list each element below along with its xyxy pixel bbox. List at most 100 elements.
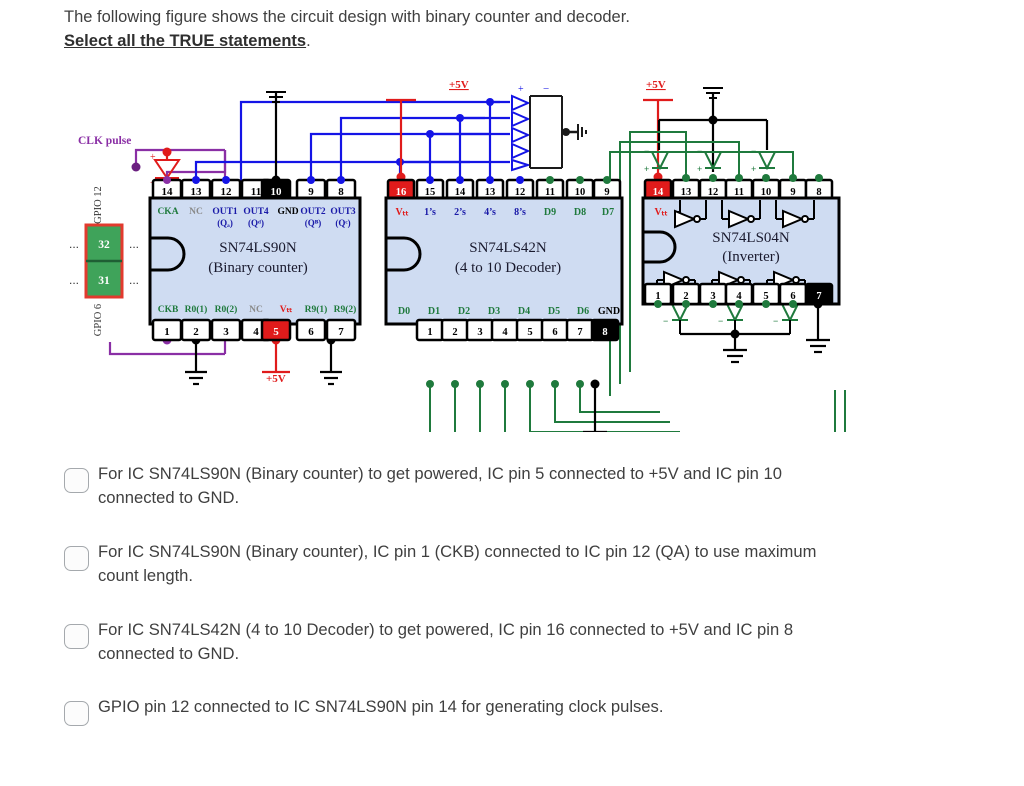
svg-text:3: 3 (710, 291, 715, 302)
svg-text:Vₜₜ: Vₜₜ (395, 207, 408, 218)
svg-text:2: 2 (193, 326, 199, 338)
svg-text:SN74LS42N: SN74LS42N (469, 240, 547, 256)
svg-text:3: 3 (223, 326, 229, 338)
answer-option-1-label: For IC SN74LS90N (Binary counter) to get… (98, 464, 782, 508)
svg-text:14: 14 (653, 187, 664, 198)
inverter-gnd-bus (657, 87, 769, 172)
svg-text:(4 to 10 Decoder): (4 to 10 Decoder) (455, 260, 561, 276)
svg-text:−: − (543, 83, 549, 95)
chip-sn74ls90n: 14 13 12 11 10 9 8 CKA NC OUT1 (Qₐ) OUT4… (148, 178, 362, 342)
led-array: + − (511, 83, 587, 172)
pin-connection-dots (163, 174, 823, 308)
svg-text:OUT3: OUT3 (330, 207, 356, 217)
svg-text:15: 15 (425, 187, 436, 198)
chip-sn74ls04n-top-pins: 14 13 12 11 10 9 8 (643, 178, 834, 202)
checkbox-option-2[interactable] (64, 545, 89, 571)
svg-text:D0: D0 (398, 306, 410, 317)
chip-sn74ls04n-bottom-pins: 1 2 3 4 5 6 7 (643, 282, 834, 306)
gpio-12-label: GPIO 12 (93, 186, 104, 224)
answer-option-3[interactable]: For IC SN74LS42N (4 to 10 Decoder) to ge… (64, 618, 964, 667)
counter-gnd-line (266, 91, 286, 185)
svg-text:1’s: 1’s (424, 207, 436, 218)
svg-text:(Binary counter): (Binary counter) (208, 260, 308, 276)
svg-text:D5: D5 (548, 306, 560, 317)
svg-text:4’s: 4’s (484, 207, 496, 218)
svg-text:12: 12 (221, 186, 233, 198)
gpio-6-label: GPIO 6 (93, 304, 104, 336)
checkbox-option-1[interactable] (64, 468, 89, 493)
svg-text:8: 8 (602, 327, 607, 338)
svg-text:9: 9 (790, 187, 795, 198)
svg-text:6: 6 (790, 291, 795, 302)
svg-text:(Qᴮ): (Qᴮ) (305, 218, 322, 228)
circuit-figure: + − (0, 72, 900, 432)
svg-text:(Qᶜ): (Qᶜ) (335, 218, 350, 228)
answer-option-1[interactable]: For IC SN74LS90N (Binary counter) to get… (64, 462, 964, 511)
svg-text:2: 2 (452, 327, 457, 338)
answer-option-2-label: For IC SN74LS90N (Binary counter), IC pi… (98, 541, 817, 586)
decoder-gnd (583, 379, 607, 432)
answer-options-list: For IC SN74LS90N (Binary counter) to get… (64, 462, 964, 755)
svg-text:+: + (518, 84, 524, 95)
svg-text:+: + (751, 164, 756, 174)
gpio-pin-31-label: 31 (98, 275, 110, 287)
answer-option-2[interactable]: For IC SN74LS90N (Binary counter), IC pi… (64, 540, 964, 589)
svg-text:(Qᵈ): (Qᵈ) (248, 218, 264, 228)
chip-sn74ls04n: 14 13 12 11 10 9 8 Vₜₜ SN74LS04N (Invert… (641, 178, 841, 306)
svg-text:5: 5 (527, 327, 532, 338)
svg-text:14: 14 (455, 187, 466, 198)
svg-text:−: − (773, 316, 778, 326)
question-line-1: The following figure shows the circuit d… (64, 8, 630, 26)
svg-text:3: 3 (477, 327, 482, 338)
svg-text:SN74LS04N: SN74LS04N (712, 230, 790, 246)
supply-label-counter: +5V (266, 373, 286, 385)
svg-text:10: 10 (761, 187, 772, 198)
svg-text:7: 7 (577, 327, 582, 338)
svg-text:8’s: 8’s (514, 207, 526, 218)
svg-text:12: 12 (708, 187, 719, 198)
svg-text:+: + (697, 164, 702, 174)
svg-text:13: 13 (681, 187, 692, 198)
clk-pulse-label: CLK pulse (78, 135, 131, 147)
inverter-gate-glyphs-top (674, 200, 815, 229)
svg-text:12: 12 (515, 187, 526, 198)
inverter-top-leds: − + − + − + (644, 146, 777, 174)
wire-group-lower-green (429, 384, 846, 432)
svg-text:5: 5 (763, 291, 768, 302)
gpio-dots-left-2: ... (69, 273, 79, 287)
question-line-2-tail: . (306, 31, 311, 50)
supply-label-mid: +5V (449, 79, 469, 91)
inverter-bottom-leds: + − + − + − (663, 298, 830, 364)
gpio-dots-right-1: ... (129, 237, 139, 251)
svg-text:5: 5 (273, 326, 279, 338)
checkbox-option-3[interactable] (64, 623, 89, 649)
svg-text:R9(2): R9(2) (334, 304, 357, 315)
svg-text:7: 7 (816, 291, 821, 302)
svg-text:9: 9 (604, 187, 609, 198)
answer-option-3-label: For IC SN74LS42N (4 to 10 Decoder) to ge… (98, 619, 794, 663)
svg-text:OUT1: OUT1 (212, 207, 238, 217)
chip-sn74ls42n-top-pins: 16 15 14 13 12 11 10 9 (386, 178, 622, 202)
svg-text:1: 1 (655, 291, 660, 302)
svg-text:Vₜₜ: Vₜₜ (280, 305, 293, 315)
svg-text:+: + (644, 164, 649, 174)
svg-text:7: 7 (338, 326, 344, 338)
question-emphasis: Select all the TRUE statements (64, 31, 307, 50)
answer-option-4[interactable]: GPIO pin 12 connected to IC SN74LS90N pi… (64, 695, 964, 727)
counter-bottom-wires (162, 335, 342, 386)
svg-text:11: 11 (545, 187, 555, 198)
chip-sn74ls90n-bottom-pins: 1 2 3 4 5 6 7 (151, 318, 357, 342)
svg-text:D7: D7 (602, 207, 614, 218)
svg-text:10: 10 (575, 187, 586, 198)
svg-text:8: 8 (338, 186, 344, 198)
svg-text:10: 10 (271, 186, 283, 198)
decoder-output-dots (426, 380, 584, 388)
svg-text:D8: D8 (574, 207, 586, 218)
svg-text:D3: D3 (488, 306, 500, 317)
checkbox-option-4[interactable] (64, 701, 89, 727)
svg-text:4: 4 (736, 291, 742, 302)
svg-text:16: 16 (396, 187, 407, 198)
svg-text:+: + (150, 152, 156, 163)
svg-text:D4: D4 (518, 306, 530, 317)
